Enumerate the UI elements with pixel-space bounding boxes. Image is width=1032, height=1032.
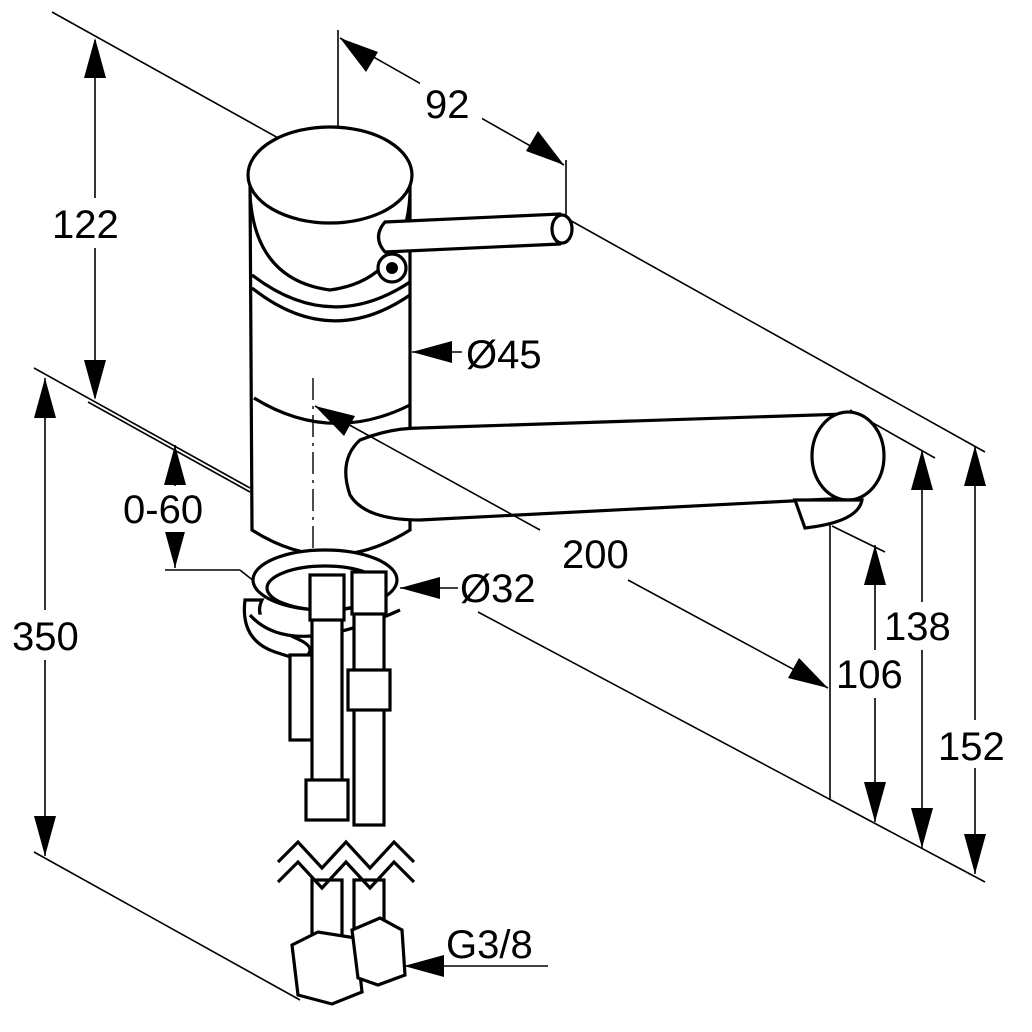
- dim-label-106: 106: [836, 653, 903, 697]
- dim-200: 200: [314, 405, 829, 689]
- dim-label-350: 350: [12, 615, 79, 659]
- dim-350: 350: [10, 378, 94, 856]
- dim-label-122: 122: [52, 203, 119, 247]
- dim-label-92: 92: [425, 83, 470, 127]
- dim-138: 138: [884, 450, 964, 848]
- dim-label-diameter-45: Ø45: [466, 333, 542, 377]
- dim-label-0-60: 0-60: [123, 488, 203, 532]
- dim-92: 92: [339, 37, 565, 166]
- dim-label-138: 138: [884, 605, 951, 649]
- dim-diameter-32: Ø32: [400, 567, 536, 611]
- dim-thread-g38: G3/8: [404, 923, 548, 977]
- dim-label-200: 200: [562, 533, 629, 577]
- dim-label-152: 152: [938, 725, 1005, 769]
- dim-152: 152: [936, 446, 1016, 874]
- dim-label-diameter-32: Ø32: [460, 567, 536, 611]
- dim-0-60: 0-60: [122, 445, 220, 568]
- dim-diameter-45: Ø45: [412, 333, 542, 377]
- supply-hoses: [276, 570, 416, 1006]
- dim-106: 106: [836, 545, 916, 822]
- faucet-spout: [344, 410, 886, 530]
- dim-122: 122: [50, 38, 140, 400]
- dim-label-g38: G3/8: [446, 923, 533, 967]
